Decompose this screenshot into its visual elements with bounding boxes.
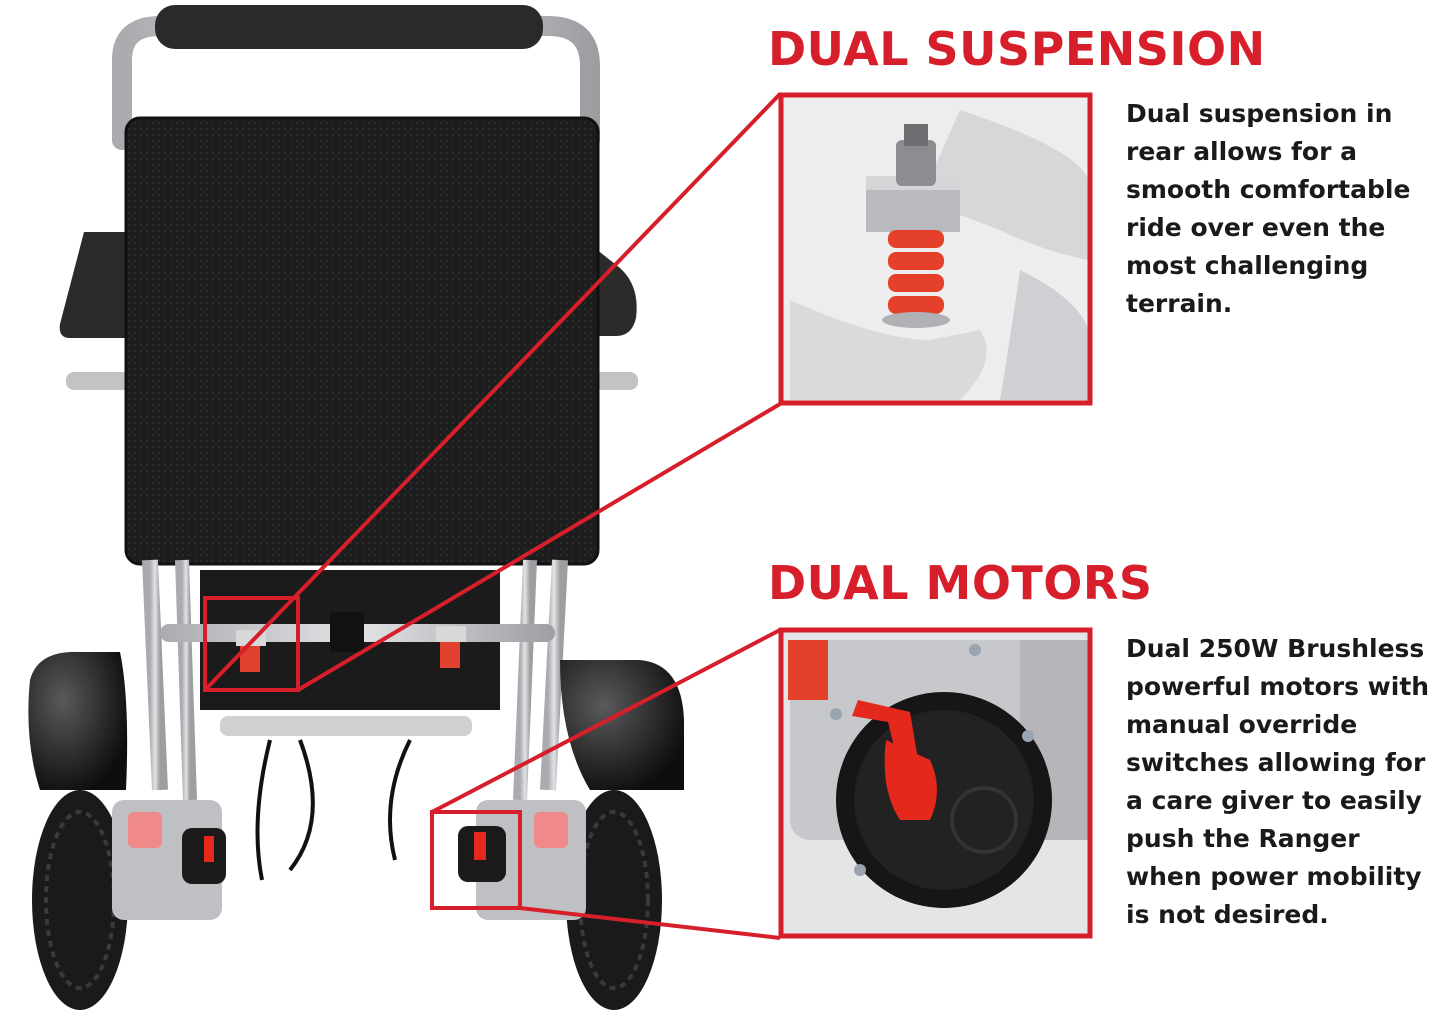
description-line: powerful motors with — [1126, 672, 1430, 701]
right-fender — [560, 660, 684, 790]
description-line: is not desired. — [1126, 900, 1329, 929]
description-line: Dual 250W Brushless — [1126, 634, 1425, 663]
rear-spring-right — [436, 626, 466, 668]
description-line: Dual suspension in — [1126, 99, 1393, 128]
left-motor — [112, 800, 226, 920]
motor-inset — [778, 627, 1093, 939]
left-armrest — [59, 232, 140, 338]
description-line: rear allows for a — [1126, 137, 1358, 166]
description-line: smooth comfortable — [1126, 175, 1411, 204]
wheelchair — [28, 5, 684, 1010]
callout-lines — [203, 92, 782, 940]
dual-motors-heading: DUAL MOTORS — [768, 556, 1153, 610]
motor-highlight-box — [430, 810, 522, 910]
description-line: manual override — [1126, 710, 1358, 739]
description-line: terrain. — [1126, 289, 1233, 318]
description-line: a care giver to easily — [1126, 786, 1422, 815]
suspension-highlight-box — [203, 596, 300, 692]
dual-motors-description: Dual 250W Brushless powerful motors with… — [1126, 630, 1429, 934]
dual-suspension-heading: DUAL SUSPENSION — [768, 22, 1266, 76]
backrest — [124, 116, 600, 566]
right-motor — [458, 800, 586, 920]
left-fender — [28, 651, 128, 790]
suspension-inset — [778, 92, 1093, 406]
description-line: switches allowing for — [1126, 748, 1426, 777]
dual-suspension-description: Dual suspension in rear allows for a smo… — [1126, 95, 1410, 323]
description-line: ride over even the — [1126, 213, 1386, 242]
handle-grip — [155, 5, 543, 49]
description-line: push the Ranger — [1126, 824, 1360, 853]
description-line: most challenging — [1126, 251, 1369, 280]
description-line: when power mobility — [1126, 862, 1422, 891]
